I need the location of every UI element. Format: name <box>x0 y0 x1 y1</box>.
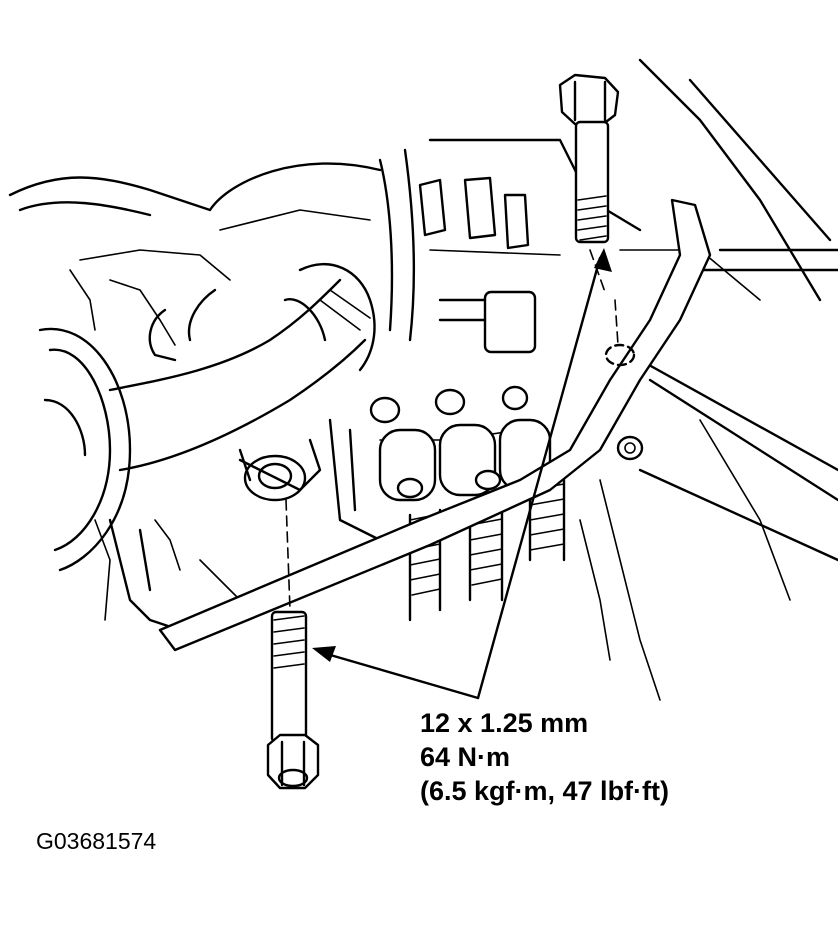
mounting-bracket <box>158 198 712 652</box>
connectors <box>418 176 561 354</box>
arrowhead-upper <box>594 248 612 272</box>
arrowhead-lower <box>312 646 336 662</box>
figure-code: G03681574 <box>36 828 157 854</box>
bolt-size-label: 12 x 1.25 mm <box>420 708 589 738</box>
torque-nm-label: 64 N·m <box>420 742 511 772</box>
pulley <box>38 327 132 572</box>
torque-spec-callout: 12 x 1.25 mm 64 N·m (6.5 kgf·m, 47 lbf·f… <box>420 706 669 808</box>
bracket-bolt-hole-right <box>604 343 636 367</box>
leader-lines <box>312 248 612 700</box>
lower-bolt <box>266 499 320 790</box>
torque-alt-label: (6.5 kgf·m, 47 lbf·ft) <box>420 776 670 806</box>
upper-bolt <box>558 73 620 293</box>
bracket-bolt-hole-left <box>243 454 307 502</box>
hose <box>108 262 376 472</box>
